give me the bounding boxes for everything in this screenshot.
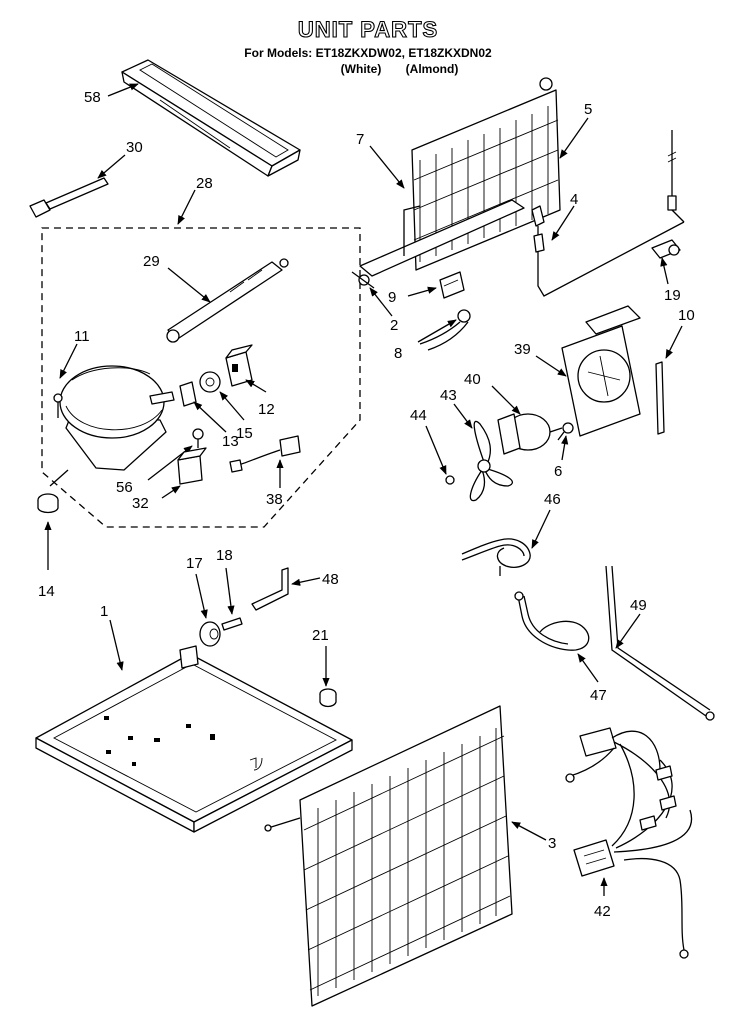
- callout-12: 12: [258, 401, 275, 418]
- part-56-screw: [192, 428, 204, 448]
- callout-15: 15: [236, 425, 253, 442]
- part-thermistor-wire: [667, 130, 685, 223]
- part-47-tube: [514, 591, 590, 651]
- part-32-terminal-block: [177, 447, 207, 485]
- callout-18: 18: [216, 547, 233, 564]
- callout-47: 47: [590, 687, 607, 704]
- callout-10: 10: [678, 307, 695, 324]
- callout-1: 1: [100, 603, 108, 620]
- callout-40: 40: [464, 371, 481, 388]
- callout-46: 46: [544, 491, 561, 508]
- part-15-overload: [199, 371, 221, 393]
- callout-8: 8: [394, 345, 402, 362]
- callout-38: 38: [266, 491, 283, 508]
- part-40-fan-motor: [497, 413, 563, 455]
- callout-48: 48: [322, 571, 339, 588]
- part-9-bracket: [439, 271, 465, 299]
- part-21-leveling-foot: [319, 688, 337, 708]
- callout-11: 11: [74, 328, 90, 345]
- compressor: [53, 365, 175, 471]
- part-8-heater: [419, 309, 471, 351]
- part-18-axle: [221, 617, 243, 631]
- callout-58: 58: [84, 89, 101, 106]
- part-43-fan-blade: [469, 420, 514, 502]
- part-29-drier: [166, 258, 289, 343]
- part-39-fan-shroud: [561, 305, 641, 437]
- callout-56: 56: [116, 479, 133, 496]
- callout-13: 13: [222, 433, 239, 450]
- models-line: For Models: ET18ZKXDW02, ET18ZKXDN02: [244, 46, 492, 60]
- callout-30: 30: [126, 139, 143, 156]
- callout-14: 14: [38, 583, 55, 600]
- part-17-roller: [199, 621, 221, 647]
- page-title: UNIT PARTS: [298, 17, 438, 42]
- part-19-clip: [651, 239, 681, 259]
- part-3-condenser: [264, 705, 513, 1007]
- callout-2: 2: [390, 317, 398, 334]
- part-48-tube: [251, 567, 289, 611]
- callout-19: 19: [664, 287, 681, 304]
- part-7-evaporator: [359, 77, 561, 277]
- callout-44: 44: [410, 407, 427, 424]
- part-10-strip: [655, 361, 665, 435]
- part-44-nut: [445, 475, 455, 485]
- callout-29: 29: [143, 253, 160, 270]
- callout-42: 42: [594, 903, 611, 920]
- part-28-compressor-kit-boundary: [41, 227, 361, 528]
- callout-9: 9: [388, 289, 396, 306]
- part-14-grommet: [37, 469, 69, 514]
- callout-21: 21: [312, 627, 329, 644]
- color-white-label: (White): [341, 62, 382, 76]
- callout-28: 28: [196, 175, 213, 192]
- part-13-clip: [179, 381, 197, 407]
- callout-39: 39: [514, 341, 531, 358]
- part-38-harness: [229, 435, 301, 473]
- callout-4: 4: [570, 191, 578, 208]
- callout-7: 7: [356, 131, 364, 148]
- part-58-drain-trough: [121, 59, 301, 177]
- part-30-sensor: [29, 177, 109, 218]
- part-4-heater-lead: [531, 205, 685, 297]
- callout-3: 3: [548, 835, 556, 852]
- callout-49: 49: [630, 597, 647, 614]
- callout-5: 5: [584, 101, 592, 118]
- part-6-screw: [557, 422, 574, 441]
- part-49-tube: [605, 565, 715, 721]
- color-almond-label: (Almond): [406, 62, 459, 76]
- part-1-base: [35, 645, 353, 833]
- part-46-tube: [461, 538, 531, 576]
- callout-43: 43: [440, 387, 457, 404]
- callout-32: 32: [132, 495, 149, 512]
- callout-6: 6: [554, 463, 562, 480]
- part-42-wiring-harness: [565, 727, 693, 959]
- part-2-screw: [351, 271, 375, 289]
- part-12-relay: [225, 344, 253, 387]
- callout-17: 17: [186, 555, 203, 572]
